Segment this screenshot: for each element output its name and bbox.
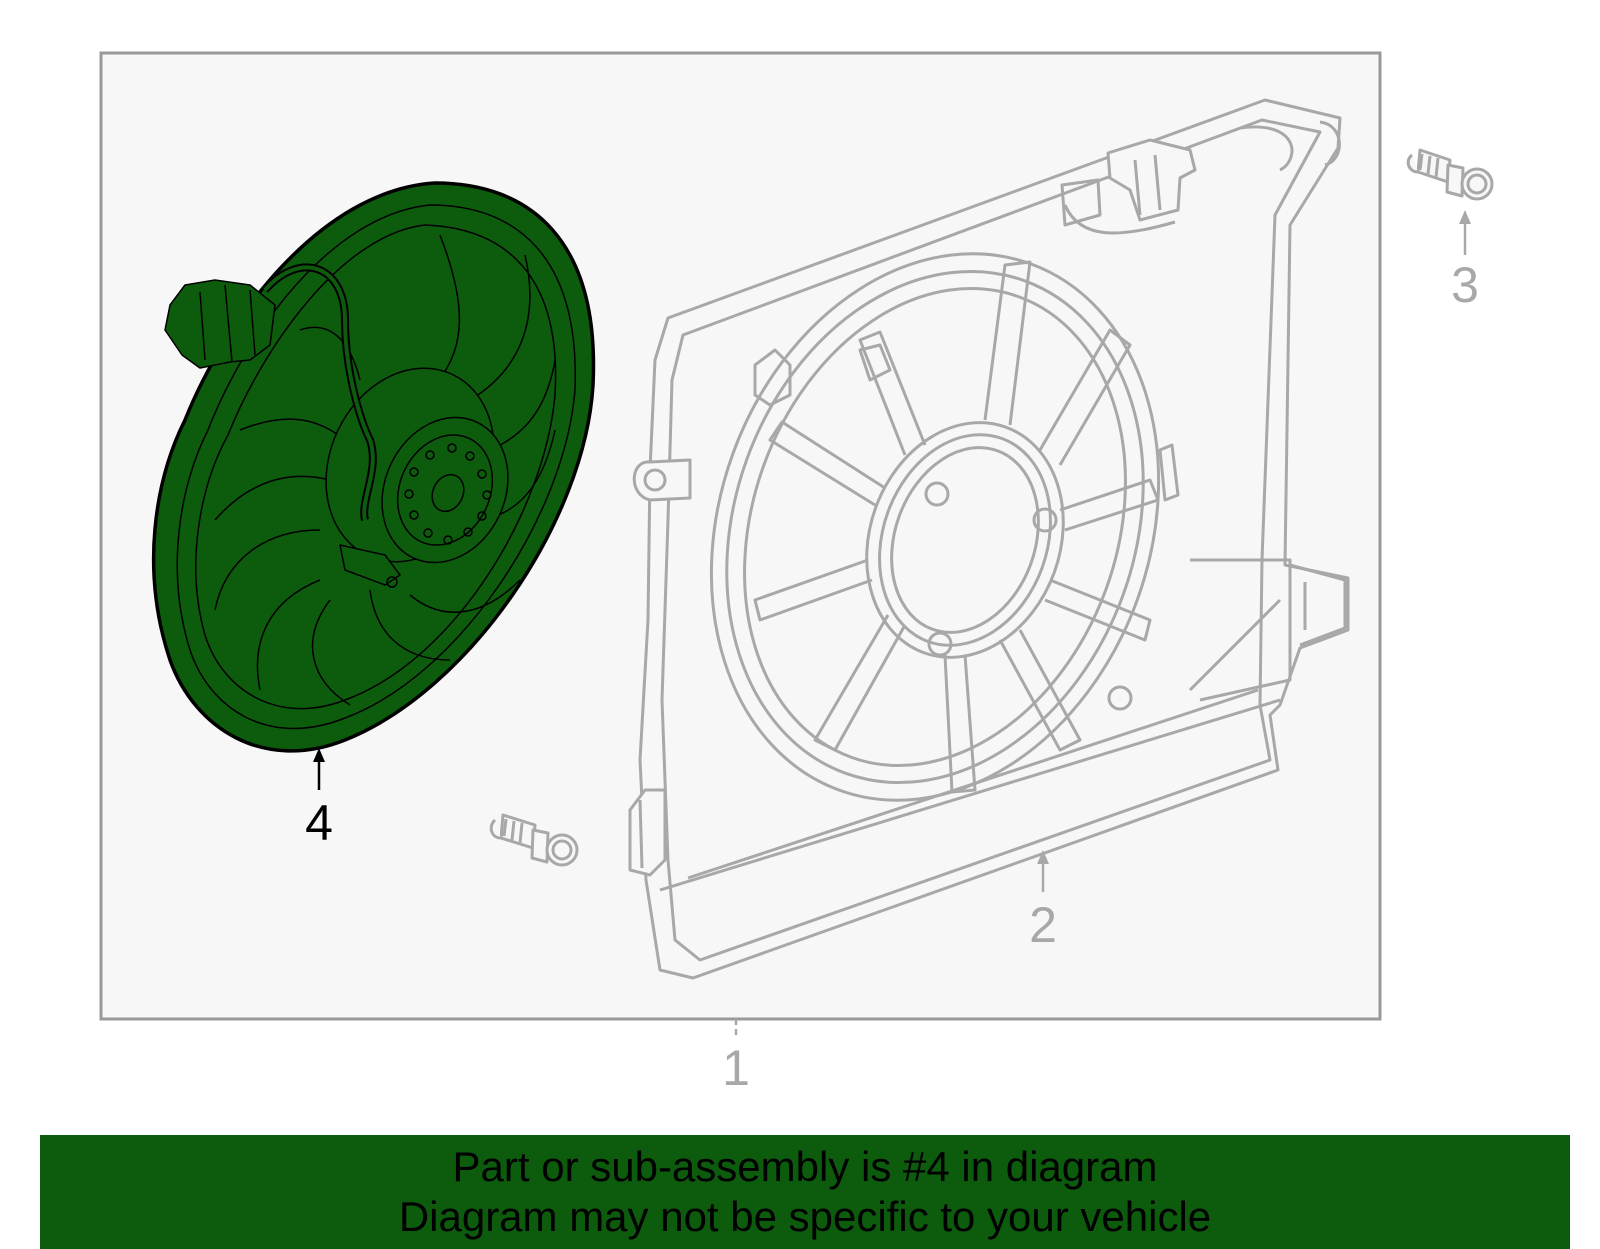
fan-shroud-part-2[interactable] — [628, 98, 1350, 980]
callout-number-1: 1 — [722, 1040, 750, 1096]
leader-arrow-3 — [1459, 210, 1471, 255]
caption-line-1: Part or sub-assembly is #4 in diagram — [452, 1143, 1158, 1190]
bolt-part-3[interactable] — [1406, 148, 1494, 201]
callout-number-2: 2 — [1029, 897, 1057, 953]
callout-number-3: 3 — [1451, 257, 1479, 313]
leader-arrow-2 — [1037, 850, 1049, 892]
callout-number-4: 4 — [305, 795, 333, 851]
caption-line-2: Diagram may not be specific to your vehi… — [398, 1193, 1212, 1240]
fan-motor-assembly-part-4[interactable] — [151, 181, 596, 753]
leader-arrow-4 — [313, 748, 325, 790]
caption-banner: Part or sub-assembly is #4 in diagram Di… — [40, 1135, 1570, 1249]
bolt-unlabeled[interactable] — [489, 813, 579, 867]
